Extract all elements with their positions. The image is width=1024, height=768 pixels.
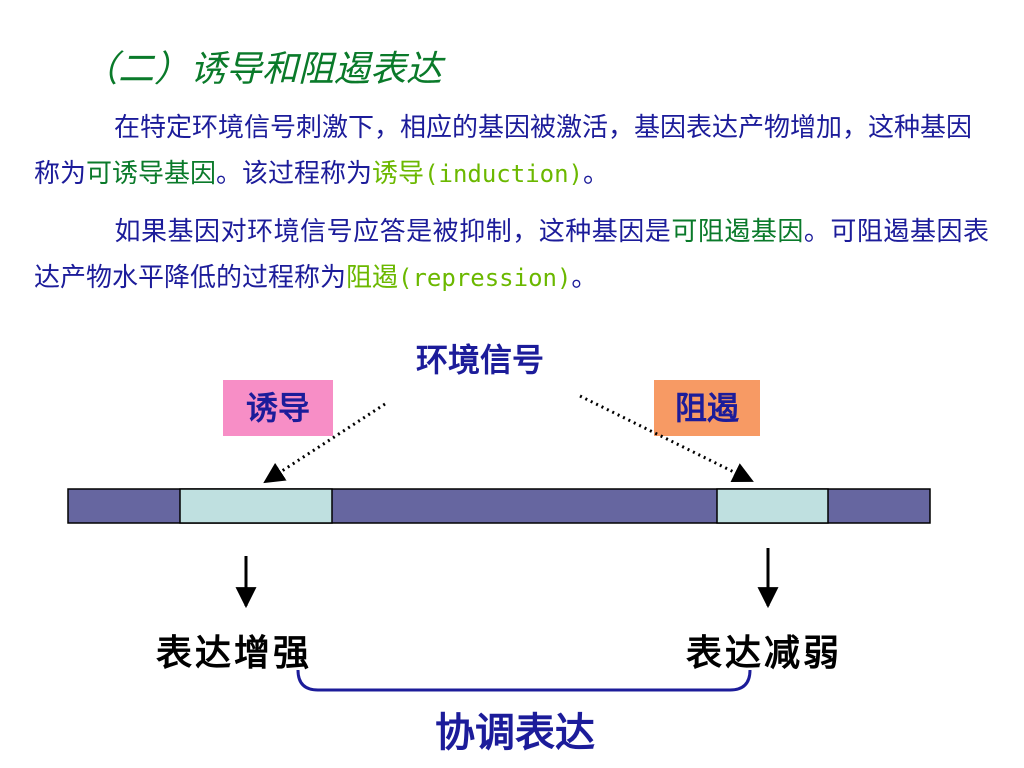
coordinated-expression-label: 协调表达 — [435, 709, 595, 756]
term-induction: 诱导 — [372, 159, 425, 189]
section-title: （二）诱导和阻遏表达 — [82, 49, 443, 90]
term-induction-en: (induction) — [424, 160, 584, 188]
para1-text-1: 在特定环境信号刺激下，相应的基因被激活，基因表达产物增加，这种基因称为 — [34, 113, 973, 189]
term-inducible-gene: 可诱导基因 — [86, 159, 217, 189]
term-repression-en: (repression) — [398, 264, 572, 292]
induce-dotted-arrow — [263, 402, 386, 484]
inducible-gene-segment — [179, 488, 333, 524]
term-repressible-gene: 可阻遏基因 — [671, 217, 804, 247]
para1-text-2: 。该过程称为 — [216, 159, 373, 189]
term-repression: 阻遏 — [346, 263, 399, 293]
repression-tag: 阻遏 — [654, 380, 760, 436]
induction-tag: 诱导 — [223, 380, 333, 436]
repressible-gene-segment — [716, 488, 829, 524]
para2-text-1: 如果基因对环境信号应答是被抑制，这种基因是 — [114, 217, 672, 247]
paragraph-repression: 如果基因对环境信号应答是被抑制，这种基因是可阻遏基因。可阻遏基因表达产物水平降低… — [34, 209, 989, 301]
environment-signal-label: 环境信号 — [415, 341, 544, 379]
coordination-brace — [296, 669, 752, 692]
para2-text-2: 。可阻遏基因表达产物水平降低的过程称为 — [34, 217, 989, 293]
para2-text-3: 。 — [571, 263, 598, 293]
expression-down-label: 表达减弱 — [686, 632, 843, 674]
repress-dotted-arrow — [579, 394, 754, 483]
expression-up-label: 表达增强 — [156, 632, 313, 674]
paragraph-induction: 在特定环境信号刺激下，相应的基因被激活，基因表达产物增加，这种基因称为可诱导基因… — [34, 105, 989, 197]
para1-text-3: 。 — [583, 159, 610, 189]
